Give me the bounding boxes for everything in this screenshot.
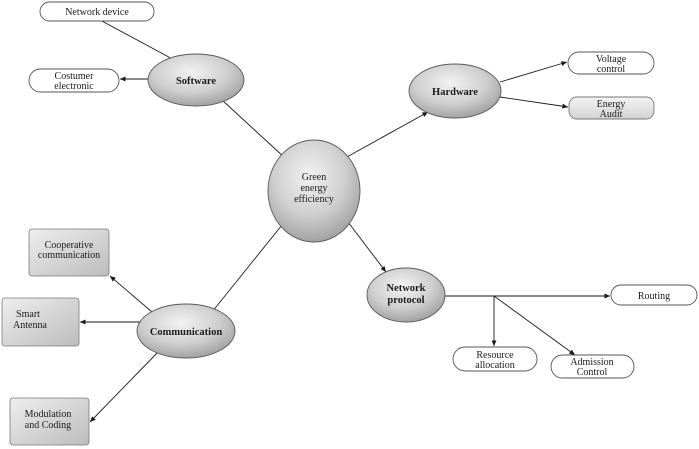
center-label-line2: energy [300, 183, 327, 194]
leaf-label-modulation-line1: Modulation [25, 409, 72, 420]
hub-label-hardware: Hardware [432, 87, 478, 98]
hub-label-communication: Communication [150, 327, 222, 338]
leaf-label-admission-line1: Admission [570, 357, 613, 368]
hub-label-software: Software [176, 76, 216, 87]
leaf-node-modulation-and-coding[interactable]: Modulation and Coding [9, 397, 90, 446]
edge-communication-modulation [89, 349, 161, 423]
leaf-node-admission-control[interactable]: Admission Control [550, 354, 635, 379]
edge-center-software [221, 99, 286, 159]
leaf-label-network-device: Network device [65, 7, 129, 18]
edge-center-hardware [344, 111, 429, 159]
hub-node-software[interactable]: Software [147, 53, 245, 107]
center-label-line1: Green [302, 172, 326, 183]
leaf-node-smart-antenna[interactable]: Smart Antenna [1, 297, 80, 347]
leaf-node-network-device[interactable]: Network device [39, 1, 155, 22]
edge-software-network-device [99, 19, 179, 63]
leaf-node-costumer-electronic[interactable]: Costumer electronic [28, 68, 120, 93]
leaf-node-routing[interactable]: Routing [610, 284, 698, 306]
leaf-label-routing: Routing [638, 291, 670, 302]
edges [80, 19, 610, 423]
edge-communication-cooperative [109, 275, 153, 313]
leaf-label-energy-audit-line1: Energy [597, 99, 626, 110]
leaf-node-voltage-control[interactable]: Voltage control [567, 51, 655, 75]
hub-node-communication[interactable]: Communication [136, 303, 236, 359]
leaf-label-admission-line2: Control [577, 367, 608, 378]
leaf-label-costumer-electronic-line1: Costumer [55, 71, 95, 82]
edge-network-protocol-admission [493, 295, 576, 356]
leaf-label-energy-audit-line2: Audit [600, 109, 623, 120]
center-label-line3: efficiency [294, 194, 334, 205]
leaf-node-resource-allocation[interactable]: Resource allocation [452, 346, 538, 372]
hub-label-network-protocol-line2: protocol [387, 295, 424, 306]
edge-center-communication [211, 224, 283, 313]
leaf-label-smart-antenna-line1: Smart [16, 309, 40, 320]
leaf-label-modulation-line2: and Coding [25, 420, 71, 431]
edge-hardware-voltage-control [499, 61, 568, 83]
edge-center-network-protocol [347, 221, 387, 273]
leaf-label-voltage-control-line1: Voltage [596, 54, 627, 65]
leaf-node-cooperative-communication[interactable]: Cooperative communication [28, 228, 110, 277]
leaf-node-energy-audit[interactable]: Energy Audit [568, 96, 655, 120]
hub-label-network-protocol-line1: Network [386, 283, 425, 294]
edge-hardware-energy-audit [499, 96, 569, 109]
leaf-label-voltage-control-line2: control [597, 64, 626, 75]
leaf-label-resource-line1: Resource [476, 350, 514, 361]
center-node-green-energy-efficiency[interactable]: Green energy efficiency [267, 139, 361, 243]
hub-node-network-protocol[interactable]: Network protocol [366, 267, 446, 323]
leaf-label-costumer-electronic-line2: electronic [54, 81, 94, 92]
hub-node-hardware[interactable]: Hardware [408, 63, 502, 119]
leaf-label-cooperative-line1: Cooperative [45, 240, 94, 251]
leaf-label-smart-antenna-line2: Antenna [13, 320, 47, 331]
leaf-label-cooperative-line2: communication [38, 250, 100, 261]
leaf-label-resource-line2: allocation [475, 360, 514, 371]
